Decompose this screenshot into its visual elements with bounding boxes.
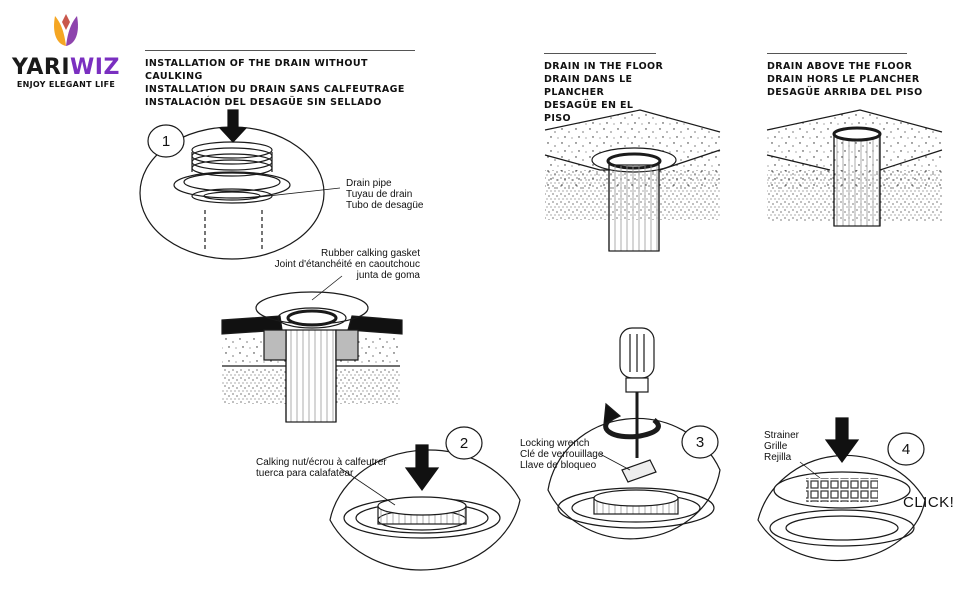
- label-locking-wrench: Locking wrench Clé de verrouillage Llave…: [520, 438, 603, 471]
- label-line: Clé de verrouillage: [520, 449, 604, 460]
- drain-in-floor-illustration: [544, 109, 721, 252]
- step4-illustration: [757, 454, 926, 562]
- label-line: Rejilla: [764, 452, 792, 463]
- label-line: tuerca para calafatear: [256, 468, 354, 479]
- header-drain-above-floor: DRAIN ABOVE THE FLOOR DRAIN HORS LE PLAN…: [767, 53, 937, 99]
- step-number-2: 2: [460, 435, 468, 452]
- down-arrow-icon: [824, 417, 860, 464]
- step-number-1: 1: [162, 133, 170, 150]
- header-line-es: DESAGÜE ARRIBA DEL PISO: [767, 87, 923, 98]
- brand-logo: YARIWIZ ENJOY ELEGANT LIFE: [6, 10, 126, 89]
- brand-name-a: YARI: [12, 55, 71, 80]
- header-line-en: DRAIN IN THE FLOOR: [544, 61, 664, 72]
- step1-illustration: [139, 126, 341, 260]
- label-line: Calking nut/écrou à calfeutrer: [256, 457, 387, 468]
- label-line: Tubo de desagüe: [346, 200, 424, 211]
- down-arrow-icon: [218, 109, 248, 143]
- header-line-fr: INSTALLATION DU DRAIN SANS CALFEUTRAGE: [145, 84, 405, 95]
- label-line: Locking wrench: [520, 438, 590, 449]
- step-badge-2: [445, 426, 483, 460]
- step2-illustration: [329, 449, 521, 571]
- label-line: Grille: [764, 441, 788, 452]
- step-number-4: 4: [902, 441, 910, 458]
- rotate-arrow-icon: [603, 402, 661, 440]
- header-line-es: DESAGÜE EN EL PISO: [544, 100, 634, 124]
- label-line: Rubber calking gasket: [321, 248, 420, 259]
- screwdriver-icon: [619, 327, 655, 458]
- step-badge-1: [147, 124, 185, 158]
- header-line-en: INSTALLATION OF THE DRAIN WITHOUT CAULKI…: [145, 58, 368, 82]
- click-text: CLICK!: [903, 494, 955, 511]
- brand-name-b: WIZ: [70, 55, 120, 80]
- label-line: Strainer: [764, 430, 800, 441]
- step-badge-4: [887, 432, 925, 466]
- label-calking-nut: Calking nut/écrou à calfeutrer tuerca pa…: [256, 457, 387, 479]
- label-line: Llave de bloqueo: [520, 460, 597, 471]
- label-line: Joint d'étanchéité en caoutchouc: [274, 259, 420, 270]
- step3-illustration: [547, 417, 721, 540]
- label-strainer: Strainer Grille Rejilla: [764, 430, 799, 463]
- tulip-logo-icon: [54, 14, 78, 46]
- brand-tagline: ENJOY ELEGANT LIFE: [16, 80, 116, 89]
- down-arrow-icon: [404, 444, 440, 492]
- header-line-fr: DRAIN DANS LE PLANCHER: [544, 74, 633, 98]
- header-without-caulking: INSTALLATION OF THE DRAIN WITHOUT CAULKI…: [145, 50, 415, 109]
- step-number-3: 3: [696, 434, 704, 451]
- label-line: Drain pipe: [346, 178, 392, 189]
- header-line-en: DRAIN ABOVE THE FLOOR: [767, 61, 913, 72]
- header-line-es: INSTALACIÓN DEL DESAGÜE SIN SELLADO: [145, 97, 382, 108]
- brand-wordmark: YARIWIZ: [6, 55, 126, 80]
- header-line-fr: DRAIN HORS LE PLANCHER: [767, 74, 920, 85]
- step-badge-3: [681, 425, 719, 459]
- label-line: junta de goma: [356, 270, 420, 281]
- label-line: Tuyau de drain: [346, 189, 413, 200]
- drain-above-floor-illustration: [766, 109, 943, 227]
- label-gasket: Rubber calking gasket Joint d'étanchéité…: [258, 248, 420, 281]
- header-drain-in-floor: DRAIN IN THE FLOOR DRAIN DANS LE PLANCHE…: [544, 53, 664, 125]
- label-drain-pipe: Drain pipe Tuyau de drain Tubo de desagü…: [346, 178, 423, 211]
- gasket-cross-section: [221, 275, 403, 423]
